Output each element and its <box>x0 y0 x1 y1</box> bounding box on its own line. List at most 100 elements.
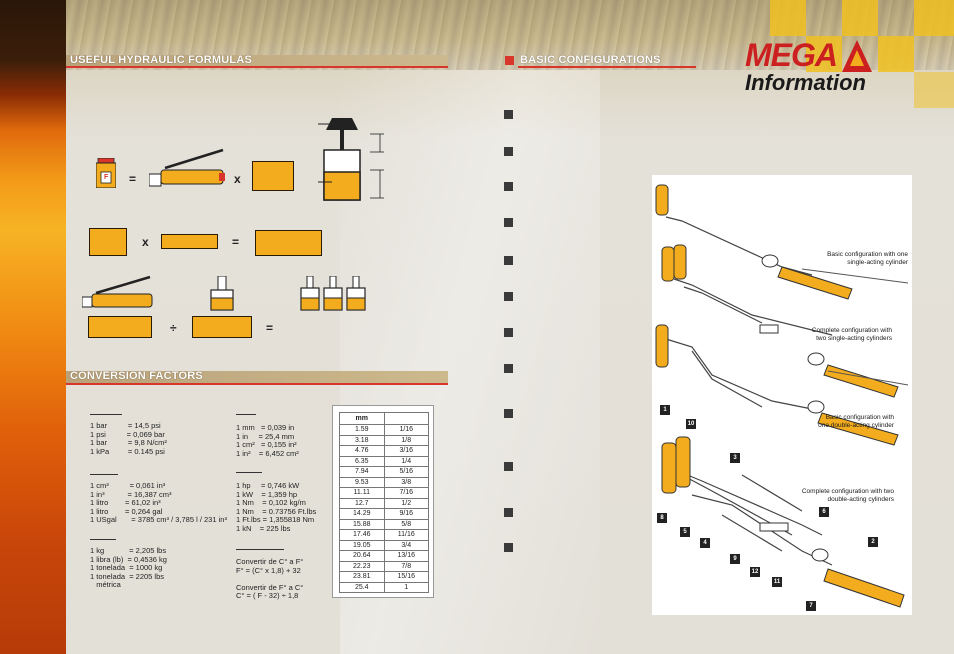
mm-cell: 7.94 <box>339 466 385 478</box>
part-number-badge: 9 <box>730 554 740 564</box>
times-sign: x <box>234 172 241 186</box>
mm-cell: 4.76 <box>339 445 385 457</box>
inch-cell: 15/16 <box>383 571 429 583</box>
part-number-badge: 3 <box>730 453 740 463</box>
part-number-badge: 2 <box>868 537 878 547</box>
mega-logo-text: MEGA <box>745 37 838 73</box>
config-bullet <box>504 508 513 517</box>
temperature-conversions: Convertir de C° a F° F° = (C° x 1,8) + 3… <box>236 557 304 601</box>
mm-cell: 1.59 <box>339 424 385 436</box>
part-number-badge: 4 <box>700 538 710 548</box>
inch-cell: 13/16 <box>383 550 429 562</box>
mm-cell: 23.81 <box>339 571 385 583</box>
length-conversions: 1 mm = 0,039 in 1 in = 25,4 mm 1 cm² = 0… <box>236 423 299 458</box>
pressure-gauge-icon <box>96 158 116 188</box>
part-number-badge: 5 <box>680 527 690 537</box>
part-number-badge: 10 <box>686 419 696 429</box>
inch-cell: 1/4 <box>383 455 429 467</box>
mm-cell: 25.4 <box>339 581 385 593</box>
group-underline <box>90 414 122 415</box>
weight-conversions: 1 kg = 2,205 lbs 1 libra (lb) = 0,4536 k… <box>90 546 167 590</box>
configs-bullet-square <box>505 56 514 65</box>
part-number-badge: 8 <box>657 513 667 523</box>
group-underline <box>90 539 116 540</box>
inch-cell: 3/16 <box>383 445 429 457</box>
formulas-header-rule <box>66 66 448 68</box>
inch-cell: 7/8 <box>383 560 429 572</box>
part-number-badge: 1 <box>660 405 670 415</box>
stroke-bar <box>161 234 218 249</box>
information-logo-text: Information <box>745 70 866 95</box>
inch-cell: 1/2 <box>383 497 429 509</box>
configs-section-title: BASIC CONFIGURATIONS <box>520 54 661 66</box>
table-header-inch <box>383 412 429 425</box>
part-number-badge: 11 <box>772 577 782 587</box>
area-box <box>252 161 294 191</box>
cylinder-volume-box <box>192 316 252 338</box>
hand-pump-icon <box>149 148 225 187</box>
checker-tile <box>878 36 914 72</box>
pump-output-box <box>88 316 152 338</box>
config-label-1: Basic configuration with one single-acti… <box>827 251 908 266</box>
configurations-illustration: Basic configuration with one single-acti… <box>652 175 912 615</box>
config-label-4: Complete configuration with two double-a… <box>801 488 894 503</box>
mm-cell: 9.53 <box>339 476 385 488</box>
group-underline <box>236 472 262 473</box>
inch-cell: 3/8 <box>383 476 429 488</box>
config-bullet <box>504 292 513 301</box>
equals-sign: = <box>232 235 240 249</box>
area-box <box>89 228 127 256</box>
group-underline <box>236 549 284 550</box>
conversion-header-bar <box>66 371 448 383</box>
divide-sign: ÷ <box>170 321 177 335</box>
config-label-2: Complete configuration with two single-a… <box>811 327 892 342</box>
mm-cell: 17.46 <box>339 529 385 541</box>
conversion-section-title: CONVERSION FACTORS <box>70 370 203 382</box>
config-bullet <box>504 543 513 552</box>
part-number-badge: 12 <box>750 567 760 577</box>
equals-sign: = <box>266 321 274 335</box>
checker-tile <box>770 0 806 36</box>
inch-cell: 1/8 <box>383 434 429 446</box>
inch-cell: 1 <box>383 581 429 593</box>
config-bullet <box>504 409 513 418</box>
checker-tile <box>914 0 954 36</box>
three-cylinders-icon <box>300 276 366 311</box>
inch-cell: 9/16 <box>383 508 429 520</box>
left-gradient-strip <box>0 0 66 654</box>
mm-cell: 15.88 <box>339 518 385 530</box>
config-bullet <box>504 328 513 337</box>
config-bullet <box>504 182 513 191</box>
config-bullet <box>504 256 513 265</box>
inch-cell: 1/16 <box>383 424 429 436</box>
mm-cell: 11.11 <box>339 487 385 499</box>
configurations-drawing <box>655 184 909 608</box>
part-number-badge: 6 <box>819 507 829 517</box>
pressure-conversions: 1 bar = 14,5 psi 1 psi = 0,069 bar 1 bar… <box>90 421 167 456</box>
mm-cell: 22.23 <box>339 560 385 572</box>
table-header-mm: mm <box>339 412 385 425</box>
cylinder-stroke-diagram <box>318 118 384 201</box>
checker-tile <box>842 0 878 36</box>
config-bullet <box>504 218 513 227</box>
config-bullet <box>504 462 513 471</box>
inch-cell: 11/16 <box>383 529 429 541</box>
force-label: F <box>104 174 109 181</box>
power-conversions: 1 hp = 0,746 kW 1 kW = 1,359 hp 1 Nm = 0… <box>236 481 317 533</box>
config-bullet <box>504 364 513 373</box>
times-sign: x <box>142 235 149 249</box>
config-bullet <box>504 110 513 119</box>
mm-cell: 14.29 <box>339 508 385 520</box>
volume-conversions: 1 cm³ = 0,061 in³ 1 in³ = 16,387 cm³ 1 l… <box>90 481 227 525</box>
